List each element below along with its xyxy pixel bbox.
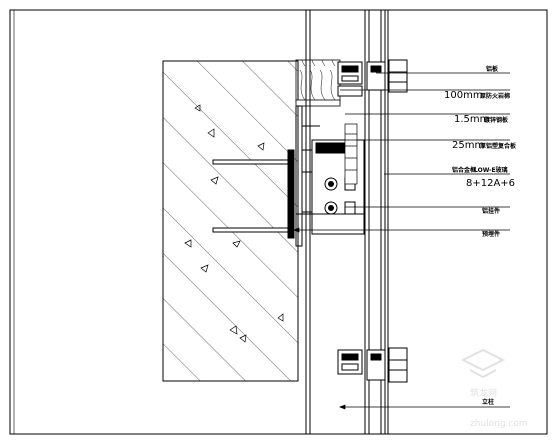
aggregate-marks	[184, 104, 284, 343]
label-embedded-part: 预埋件	[482, 230, 500, 238]
upper-glazing-node	[337, 59, 408, 97]
label-fire-wool-text: 厚防火岩棉	[480, 92, 510, 100]
concrete-slab	[162, 60, 299, 382]
label-composite-panel-text: 厚铝塑复合板	[480, 142, 517, 150]
label-fire-wool-size: 100mm	[444, 90, 483, 101]
label-glass-frame: 铝合金框	[452, 166, 476, 174]
lower-glazing-node	[337, 347, 408, 383]
fire-insulation	[295, 59, 341, 107]
sealant-column	[344, 123, 358, 185]
leader-lines	[293, 72, 510, 410]
callout-labels: 铝板 100mm 厚防火岩棉 1.5mm 镀锌钢板 25mm 厚铝塑复合板 铝合…	[444, 65, 517, 406]
watermark-cn: 筑龙网	[470, 387, 497, 399]
watermark-url: zhulong.com	[470, 419, 528, 429]
watermark: 筑龙网 zhulong.com	[460, 348, 528, 429]
embedded-anchors	[212, 149, 295, 239]
watermark-logo	[460, 348, 506, 379]
label-steel-sheet-text: 镀锌钢板	[484, 116, 509, 124]
drawing-frame	[9, 9, 548, 435]
label-aluminum-panel: 铝板	[486, 65, 499, 73]
label-hanger: 铝挂件	[482, 207, 500, 215]
label-glass-type: LOW-E玻璃	[474, 166, 508, 174]
label-composite-panel-size: 25mm	[452, 140, 484, 151]
label-glass-spec: 8+12A+6	[466, 178, 515, 189]
label-mullion: 立柱	[482, 398, 494, 406]
label-steel-sheet-size: 1.5mm	[454, 114, 489, 125]
